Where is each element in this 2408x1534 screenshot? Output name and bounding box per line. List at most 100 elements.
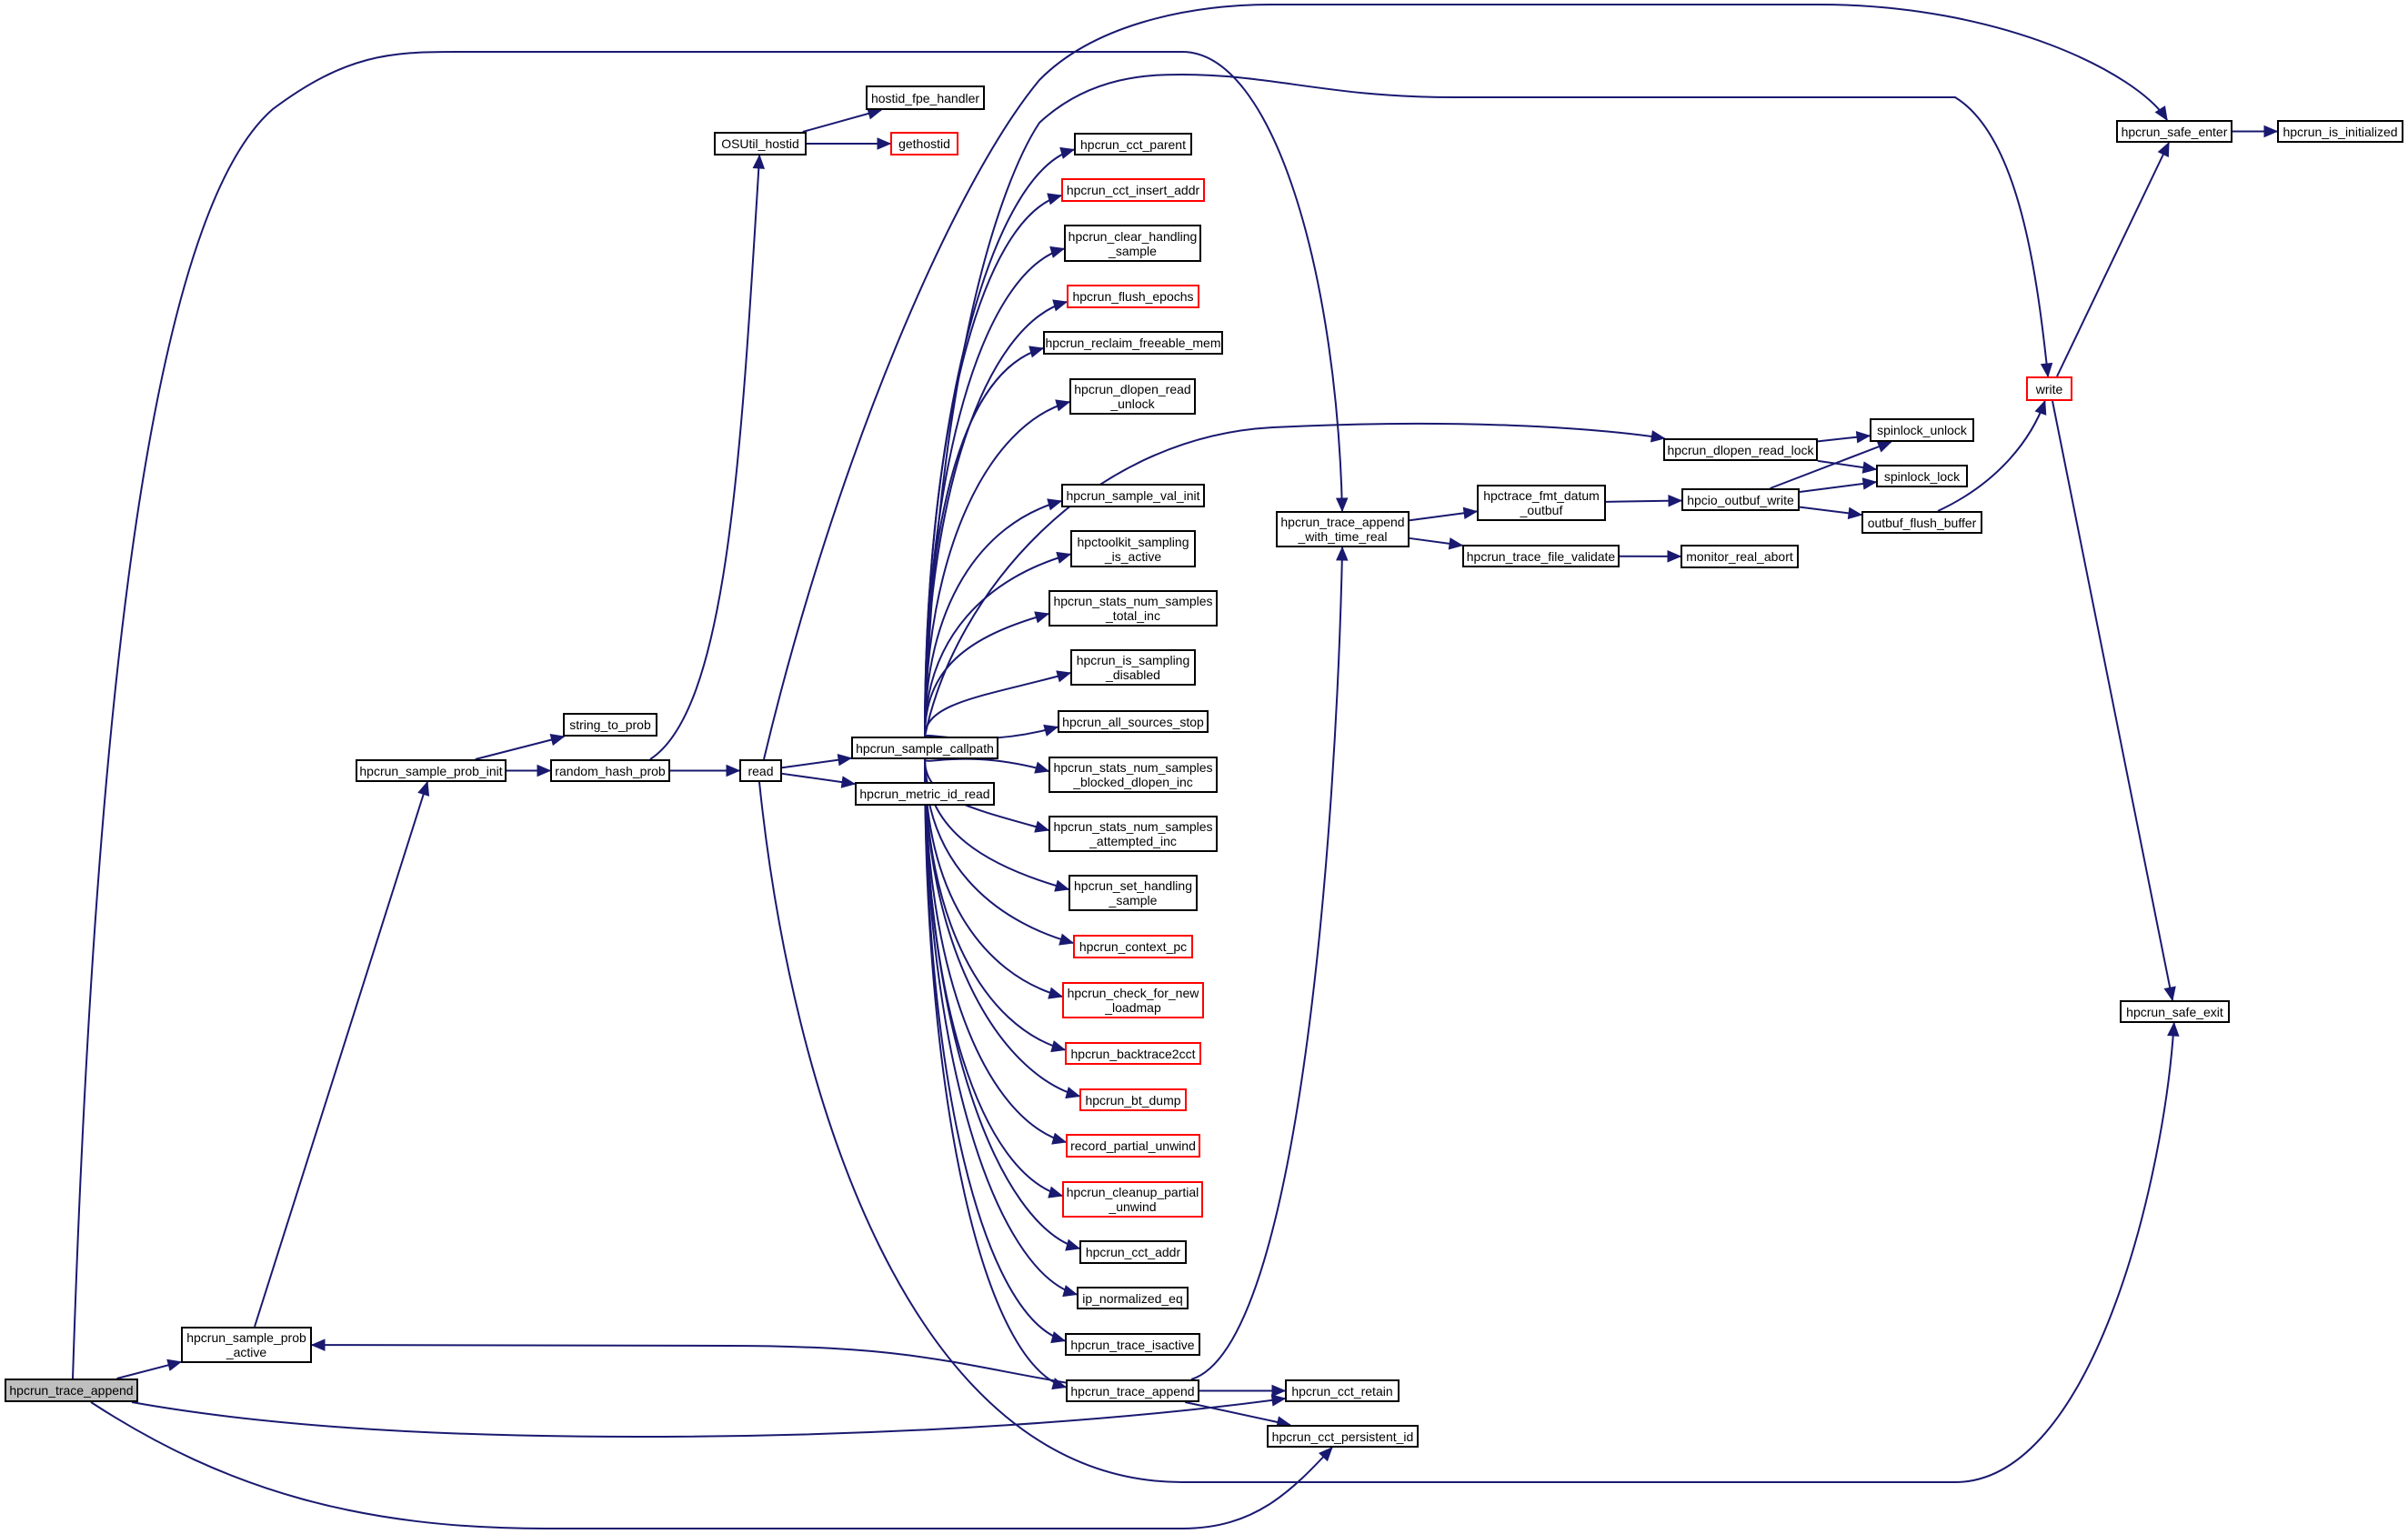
node-label: hpcrun_reclaim_freeable_mem xyxy=(1045,336,1221,350)
node-label: record_partial_unwind xyxy=(1070,1138,1196,1153)
arrowhead-icon xyxy=(1271,1384,1287,1398)
node-set-handling-sample[interactable]: hpcrun_set_handling _sample xyxy=(1069,875,1198,911)
arrowhead-icon xyxy=(1034,761,1050,774)
call-edge-sample-callpath-to-stats-total-inc xyxy=(924,613,1049,737)
node-write[interactable]: write xyxy=(2026,376,2072,401)
node-fmt-datum-outbuf[interactable]: hpctrace_fmt_datum _outbuf xyxy=(1477,485,1606,521)
node-cct-persistent-id[interactable]: hpcrun_cct_persistent_id xyxy=(1267,1425,1419,1448)
node-flush-epochs[interactable]: hpcrun_flush_epochs xyxy=(1067,285,1199,308)
arrowhead-icon xyxy=(2157,141,2170,157)
node-is-sampling-disabled[interactable]: hpcrun_is_sampling _disabled xyxy=(1070,649,1196,686)
arrowhead-icon xyxy=(752,154,766,169)
arrowhead-icon xyxy=(1270,1394,1287,1407)
call-edge-sample-callpath-to-dlopen-read-lock xyxy=(924,422,1665,737)
arrowhead-icon xyxy=(2154,105,2168,122)
node-sample-callpath[interactable]: hpcrun_sample_callpath xyxy=(851,737,998,759)
node-cleanup-partial-unwind[interactable]: hpcrun_cleanup_partial _unwind xyxy=(1062,1181,1203,1218)
node-bt-dump[interactable]: hpcrun_bt_dump xyxy=(1079,1088,1187,1111)
node-dlopen-read-unlock[interactable]: hpcrun_dlopen_read _unlock xyxy=(1069,378,1196,415)
arrowhead-icon xyxy=(2034,399,2047,416)
arrowhead-icon xyxy=(1028,346,1045,358)
node-backtrace2cct[interactable]: hpcrun_backtrace2cct xyxy=(1065,1042,1201,1065)
node-sample-val-init[interactable]: hpcrun_sample_val_init xyxy=(1061,484,1205,507)
arrowhead-icon xyxy=(1055,399,1071,412)
call-edge-read-to-safe-enter xyxy=(763,4,2168,760)
node-label: OSUtil_hostid xyxy=(721,136,799,151)
node-spinlock-lock[interactable]: spinlock_lock xyxy=(1876,465,1968,487)
node-safe-enter[interactable]: hpcrun_safe_enter xyxy=(2116,120,2232,143)
arrowhead-icon xyxy=(1034,820,1050,833)
node-osutil-hostid[interactable]: OSUtil_hostid xyxy=(714,132,807,155)
call-edge-root-to-cct-persistent-id xyxy=(90,1401,1333,1529)
arrowhead-icon xyxy=(1462,506,1479,520)
arrowhead-icon xyxy=(549,734,566,747)
node-trace-file-validate[interactable]: hpcrun_trace_file_validate xyxy=(1462,545,1620,567)
node-read[interactable]: read xyxy=(739,759,782,782)
node-trace-isactive[interactable]: hpcrun_trace_isactive xyxy=(1065,1333,1200,1356)
node-all-sources-stop[interactable]: hpcrun_all_sources_stop xyxy=(1058,710,1209,733)
node-monitor-real-abort[interactable]: monitor_real_abort xyxy=(1681,545,1799,568)
node-trace-append2[interactable]: hpcrun_trace_append xyxy=(1066,1379,1199,1402)
arrowhead-icon xyxy=(1065,1087,1081,1099)
node-stats-attempted-inc[interactable]: hpcrun_stats_num_samples _attempted_inc xyxy=(1048,816,1218,852)
node-label: hpcrun_trace_append _with_time_real xyxy=(1280,515,1405,544)
arrowhead-icon xyxy=(1050,1331,1067,1344)
node-hostid-fpe-handler[interactable]: hostid_fpe_handler xyxy=(866,85,985,110)
node-label: hpcio_outbuf_write xyxy=(1687,492,1794,507)
node-metric-id-read[interactable]: hpcrun_metric_id_read xyxy=(855,782,995,806)
node-label: gethostid xyxy=(898,136,950,151)
node-outbuf-flush-buffer[interactable]: outbuf_flush_buffer xyxy=(1861,511,1982,534)
call-edge-sample-callpath-to-cct-addr xyxy=(924,758,1080,1249)
node-label: hpcrun_sample_prob_init xyxy=(359,763,503,778)
node-prob-init[interactable]: hpcrun_sample_prob_init xyxy=(356,759,507,782)
node-is-initialized[interactable]: hpcrun_is_initialized xyxy=(2277,120,2403,143)
node-stats-total-inc[interactable]: hpcrun_stats_num_samples _total_inc xyxy=(1048,590,1218,627)
arrowhead-icon xyxy=(1051,1132,1068,1145)
node-random-hash-prob[interactable]: random_hash_prob xyxy=(550,759,670,782)
arrowhead-icon xyxy=(1043,724,1059,737)
node-cct-insert-addr[interactable]: hpcrun_cct_insert_addr xyxy=(1061,178,1205,202)
node-record-partial-unwind[interactable]: record_partial_unwind xyxy=(1066,1134,1200,1158)
node-label: hpcrun_cct_retain xyxy=(1291,1383,1393,1399)
node-context-pc[interactable]: hpcrun_context_pc xyxy=(1073,935,1193,958)
node-append-with-time-real[interactable]: hpcrun_trace_append _with_time_real xyxy=(1276,511,1410,547)
call-edge-outbuf-flush-buffer-to-write xyxy=(1937,400,2046,512)
node-cct-parent[interactable]: hpcrun_cct_parent xyxy=(1074,133,1192,155)
call-edge-sample-callpath-to-reclaim-freeable-mem xyxy=(924,347,1044,737)
node-safe-exit[interactable]: hpcrun_safe_exit xyxy=(2120,1000,2230,1023)
call-edge-root-to-append-with-time-real xyxy=(72,51,1343,1379)
call-edge-sample-callpath-to-record-partial-unwind xyxy=(924,758,1067,1143)
node-spinlock-unlock[interactable]: spinlock_unlock xyxy=(1870,418,1974,442)
arrowhead-icon xyxy=(2167,1021,2180,1037)
node-label: string_to_prob xyxy=(569,717,651,732)
node-label: hpcrun_stats_num_samples _total_inc xyxy=(1053,594,1213,623)
node-root[interactable]: hpcrun_trace_append xyxy=(5,1379,138,1402)
node-string-to-prob[interactable]: string_to_prob xyxy=(563,713,657,737)
node-ip-normalized-eq[interactable]: ip_normalized_eq xyxy=(1077,1287,1189,1309)
call-edge-sample-callpath-to-is-sampling-disabled xyxy=(924,672,1071,737)
node-check-for-new-loadmap[interactable]: hpcrun_check_for_new _loadmap xyxy=(1062,982,1204,1018)
node-label: hpcrun_trace_file_validate xyxy=(1466,548,1616,564)
arrowhead-icon xyxy=(2040,362,2053,378)
node-cct-retain[interactable]: hpcrun_cct_retain xyxy=(1285,1379,1400,1402)
arrowhead-icon xyxy=(1062,1285,1079,1298)
node-label: hpcrun_safe_enter xyxy=(2121,124,2228,139)
node-gethostid[interactable]: gethostid xyxy=(890,132,958,155)
arrowhead-icon xyxy=(1059,146,1076,159)
node-dlopen-read-lock[interactable]: hpcrun_dlopen_read_lock xyxy=(1663,438,1818,461)
node-label: hpcrun_context_pc xyxy=(1079,939,1188,954)
node-prob-active[interactable]: hpcrun_sample_prob _active xyxy=(181,1327,312,1363)
node-label: hpcrun_trace_append xyxy=(1070,1383,1195,1399)
node-reclaim-freeable-mem[interactable]: hpcrun_reclaim_freeable_mem xyxy=(1043,331,1223,355)
node-clear-handling-sample[interactable]: hpcrun_clear_handling _sample xyxy=(1064,225,1201,262)
arrowhead-icon xyxy=(537,764,552,777)
call-edge-sample-callpath-to-check-for-new-loadmap xyxy=(924,758,1063,998)
node-sampling-is-active[interactable]: hpctoolkit_sampling _is_active xyxy=(1070,530,1196,567)
node-stats-blocked-dlopen-inc[interactable]: hpcrun_stats_num_samples _blocked_dlopen… xyxy=(1048,757,1218,793)
node-hpcio-outbuf-write[interactable]: hpcio_outbuf_write xyxy=(1681,488,1800,511)
arrowhead-icon xyxy=(310,1338,326,1351)
call-edge-sample-callpath-to-write xyxy=(924,73,2050,737)
node-cct-addr[interactable]: hpcrun_cct_addr xyxy=(1079,1240,1187,1264)
node-label: hpcrun_cct_persistent_id xyxy=(1271,1429,1414,1444)
